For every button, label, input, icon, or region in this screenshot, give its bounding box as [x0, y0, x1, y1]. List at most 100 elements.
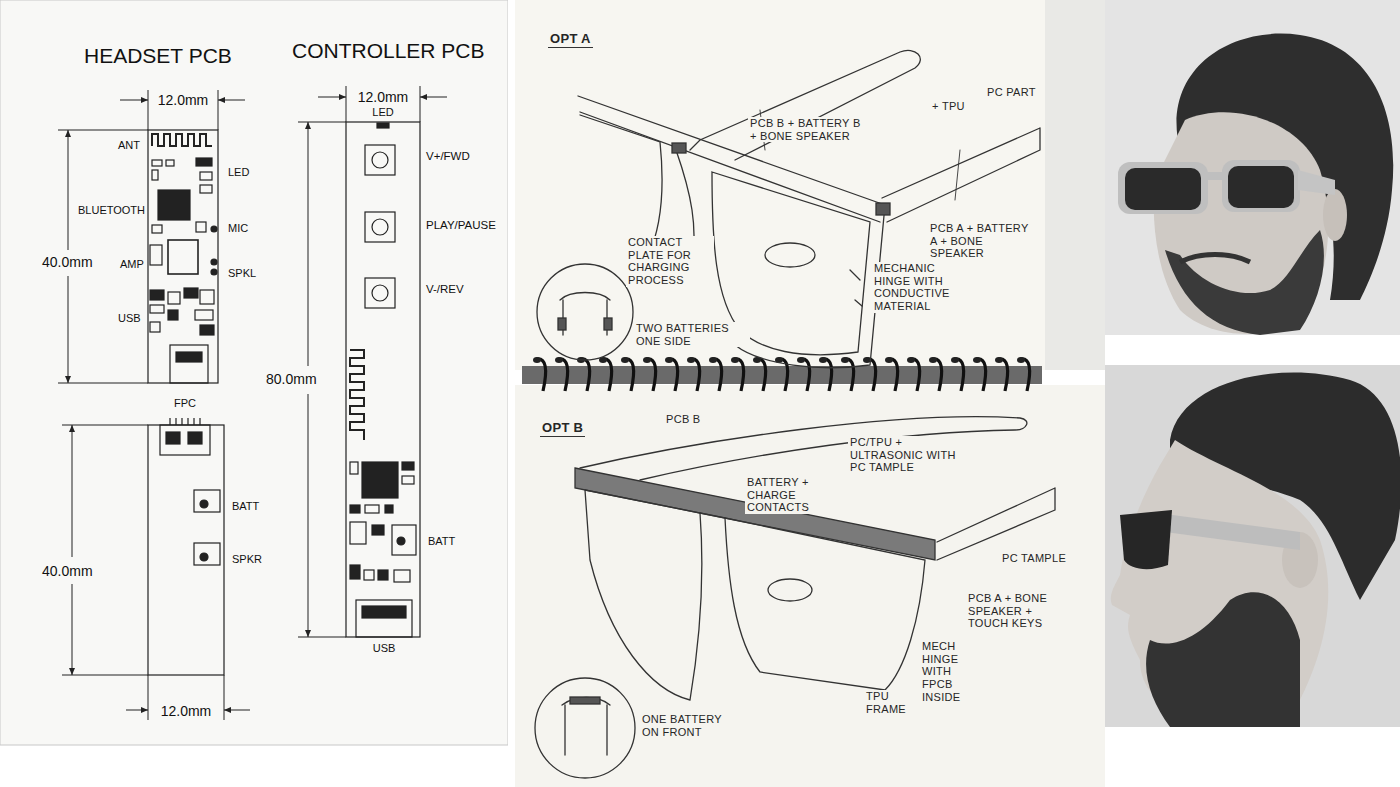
- headset-pcb-part: [150, 245, 162, 265]
- glasses-sketch-a-part: [690, 50, 920, 160]
- controller-pcb-part: [394, 570, 410, 582]
- photo-front: [1105, 0, 1400, 335]
- headset-pcb-part: [148, 130, 218, 383]
- dimension-lines-part: [224, 675, 225, 720]
- sketch-note: CONTACT PLATE FOR CHARGING PROCESS: [626, 236, 714, 287]
- sketch-note: TPU FRAME: [864, 690, 918, 715]
- dimension-lines-part: [298, 637, 346, 638]
- dimension-label: 80.0mm: [264, 371, 319, 387]
- button-label: PLAY/PAUSE: [424, 219, 498, 232]
- dimension-lines-part: [318, 97, 346, 98]
- photo-front-part: [1228, 166, 1294, 208]
- dimension-lines-part: [62, 675, 148, 676]
- headset-pcb-part: [150, 305, 164, 313]
- glasses-sketch-b-part: [535, 678, 635, 778]
- controller-pcb-part: [372, 219, 388, 235]
- glasses-sketch-b-part: [937, 488, 1055, 560]
- photo-front-part: [1105, 0, 1400, 335]
- dimension-lines-part: [58, 383, 148, 384]
- sketchbook-part: [526, 355, 1036, 397]
- sketchbook-part: [515, 0, 1045, 370]
- sketchbook-part: [1045, 0, 1105, 370]
- dimension-lines-part: [420, 86, 421, 122]
- dimension-lines-part: [224, 710, 250, 711]
- controller-pcb-part: [377, 123, 389, 128]
- controller-pcb-part: [364, 570, 374, 580]
- controller-pcb: [346, 122, 420, 637]
- option-title: OPT B: [540, 421, 585, 437]
- dimension-lines-part: [218, 100, 245, 101]
- headset-pcb-part: [211, 259, 217, 265]
- dimension-lines-part: [308, 394, 309, 637]
- sketch-note: TWO BATTERIES ONE SIDE: [634, 322, 750, 347]
- button-label: V+/FWD: [424, 150, 472, 163]
- controller-pcb-part: [362, 606, 406, 618]
- glasses-sketch-a-part: [560, 293, 610, 336]
- headset-pcb-part: [211, 269, 217, 275]
- sketch-note: MECHANIC HINGE WITH CONDUCTIVE MATERIAL: [872, 262, 976, 313]
- sketch-note: PCB B + BATTERY B + BONE SPEAKER: [748, 117, 864, 142]
- headset-pcb-part: [184, 288, 198, 298]
- pin-label: LED: [370, 106, 395, 119]
- controller-pcb-part: [350, 350, 364, 440]
- pcb-sheet: [0, 0, 508, 745]
- dimension-lines-part: [58, 130, 148, 131]
- headset-pcb-part: [200, 290, 214, 304]
- pin-label: LED: [226, 166, 251, 179]
- dimension-lines-part: [346, 86, 347, 122]
- glasses-sketch-a-part: [765, 243, 815, 267]
- glasses-sketch-b-part: [700, 513, 725, 518]
- controller-pcb-part: [356, 600, 412, 637]
- dimension-lines-part: [148, 675, 149, 720]
- photo-front-part: [1165, 230, 1324, 335]
- controller-pcb-part: [397, 537, 405, 545]
- headset-pcb-lower-part: [194, 490, 220, 512]
- photo-front-part: [1323, 189, 1347, 241]
- glasses-sketch-b-part: [562, 698, 610, 756]
- photo-front-part: [1118, 162, 1208, 214]
- headset-pcb-part: [152, 160, 162, 166]
- glasses-sketch-a: [537, 50, 1040, 367]
- controller-pcb-part: [365, 505, 379, 513]
- controller-pcb-part: [350, 505, 360, 513]
- controller-pcb-part: [402, 476, 414, 484]
- dimension-lines-part: [298, 122, 346, 123]
- headset-pcb-part: [152, 170, 158, 180]
- headset-pcb-lower-part: [194, 543, 220, 565]
- headset-pcb-part: [195, 310, 213, 320]
- headset-pcb-part: [150, 322, 160, 332]
- pin-label: ANT: [116, 139, 142, 152]
- dimension-label: 40.0mm: [40, 563, 95, 579]
- headset-pcb-part: [170, 345, 208, 383]
- controller-pcb-part: [378, 570, 388, 580]
- pin-label: FPC: [172, 397, 198, 410]
- pin-label: AMP: [118, 258, 146, 271]
- glasses-sketch-a-part: [604, 318, 612, 330]
- photo-front-part: [1222, 160, 1300, 212]
- controller-pcb-part: [372, 525, 384, 535]
- dimension-lines-part: [72, 425, 73, 557]
- sketch-note: BATTERY + CHARGE CONTACTS: [745, 476, 841, 514]
- glasses-sketch-a-part: [850, 270, 862, 306]
- headset-pcb-part: [158, 190, 190, 220]
- dimension-lines: [58, 86, 447, 720]
- glasses-sketch-a-part: [580, 112, 880, 222]
- pin-label: MIC: [226, 222, 250, 235]
- headset-pcb-part: [150, 290, 164, 300]
- controller-pcb-part: [362, 462, 398, 498]
- headset-pcb-lower-part: [170, 418, 200, 425]
- glasses-sketch-a-part: [537, 264, 633, 360]
- sketch-note: ONE BATTERY ON FRONT: [640, 713, 728, 738]
- headset-pcb-part: [211, 226, 217, 232]
- headset-pcb-part: [168, 240, 198, 274]
- pin-label: BATT: [426, 535, 457, 548]
- headset-pcb-part: [196, 222, 206, 232]
- dimension-lines-part: [218, 90, 219, 130]
- sketch-note: PCB B: [664, 413, 703, 426]
- pin-label: BLUETOOTH: [76, 204, 147, 217]
- headset-pcb-lower-part: [200, 500, 208, 508]
- glasses-sketch-b-part: [570, 697, 600, 704]
